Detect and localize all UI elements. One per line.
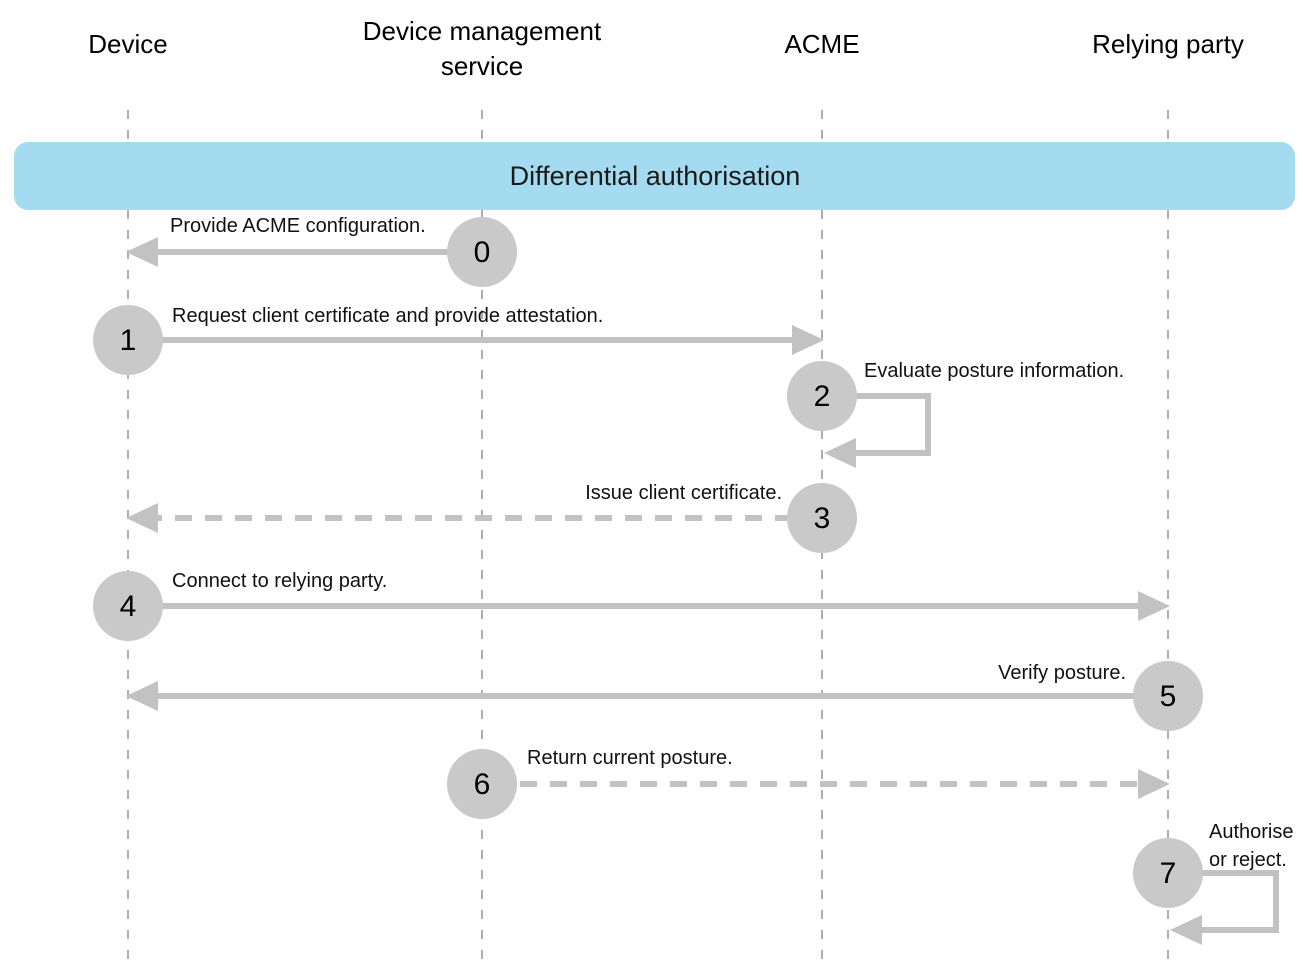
step-5-badge-number: 5 [1160, 680, 1177, 713]
step-7-badge[interactable] [1133, 838, 1203, 908]
actor-label-acme: ACME [784, 29, 859, 59]
step-0-badge[interactable] [447, 217, 517, 287]
step-0-arrow-head [126, 237, 158, 267]
step-6-badge[interactable] [447, 749, 517, 819]
step-3-badge[interactable] [787, 483, 857, 553]
step-7-arrow-head [1170, 915, 1202, 945]
actor-label-device-management-service-line2: service [441, 51, 523, 81]
step-4-badge[interactable] [93, 571, 163, 641]
step-2-label: Evaluate posture information. [864, 360, 1124, 382]
phase-banner-rect [14, 142, 1295, 210]
step-7-self-loop-line [1184, 870, 1279, 933]
step-7-label-line2: or reject. [1209, 849, 1287, 871]
step-1-badge-number: 1 [120, 324, 137, 357]
step-3-arrow-head [126, 503, 158, 533]
step-2-badge[interactable] [787, 361, 857, 431]
step-4-label: Connect to relying party. [172, 570, 387, 592]
step-6[interactable]: Return current posture. 6 [447, 747, 1170, 819]
actor-label-device: Device [88, 29, 167, 59]
step-7-badge-number: 7 [1160, 857, 1177, 890]
step-5-arrow-head [126, 681, 158, 711]
step-7-label-line1: Authorise [1209, 821, 1294, 843]
step-1-arrow-head [792, 325, 824, 355]
step-2-badge-number: 2 [814, 380, 831, 413]
step-5-badge[interactable] [1133, 661, 1203, 731]
step-1-label: Request client certificate and provide a… [172, 305, 603, 327]
step-1[interactable]: Request client certificate and provide a… [93, 305, 824, 375]
phase-banner: Differential authorisation [14, 142, 1295, 210]
step-4[interactable]: Connect to relying party. 4 [93, 570, 1170, 641]
step-5-label: Verify posture. [998, 662, 1126, 684]
step-0-label: Provide ACME configuration. [170, 215, 426, 237]
actor-label-device-management-service-line1: Device management [363, 16, 602, 46]
step-4-arrow-head [1138, 591, 1170, 621]
step-4-badge-number: 4 [120, 590, 137, 623]
step-2[interactable]: Evaluate posture information. 2 [787, 360, 1124, 468]
step-3-label: Issue client certificate. [585, 482, 782, 504]
step-5[interactable]: Verify posture. 5 [126, 661, 1203, 731]
actor-label-relying-party: Relying party [1092, 29, 1244, 59]
step-2-self-loop-line [838, 393, 931, 456]
step-6-badge-number: 6 [474, 768, 491, 801]
phase-banner-label: Differential authorisation [510, 161, 801, 191]
step-7[interactable]: Authorise or reject. 7 [1133, 821, 1294, 945]
step-0-badge-number: 0 [474, 236, 491, 269]
step-6-label: Return current posture. [527, 747, 733, 769]
step-3-badge-number: 3 [814, 502, 831, 535]
actor-headers: Device Device management service ACME Re… [88, 16, 1244, 81]
step-0[interactable]: Provide ACME configuration. 0 [126, 215, 517, 287]
step-3[interactable]: Issue client certificate. 3 [126, 482, 857, 553]
step-2-arrow-head [824, 438, 856, 468]
step-6-arrow-head [1138, 769, 1170, 799]
step-1-badge[interactable] [93, 305, 163, 375]
lifelines [127, 110, 1169, 960]
